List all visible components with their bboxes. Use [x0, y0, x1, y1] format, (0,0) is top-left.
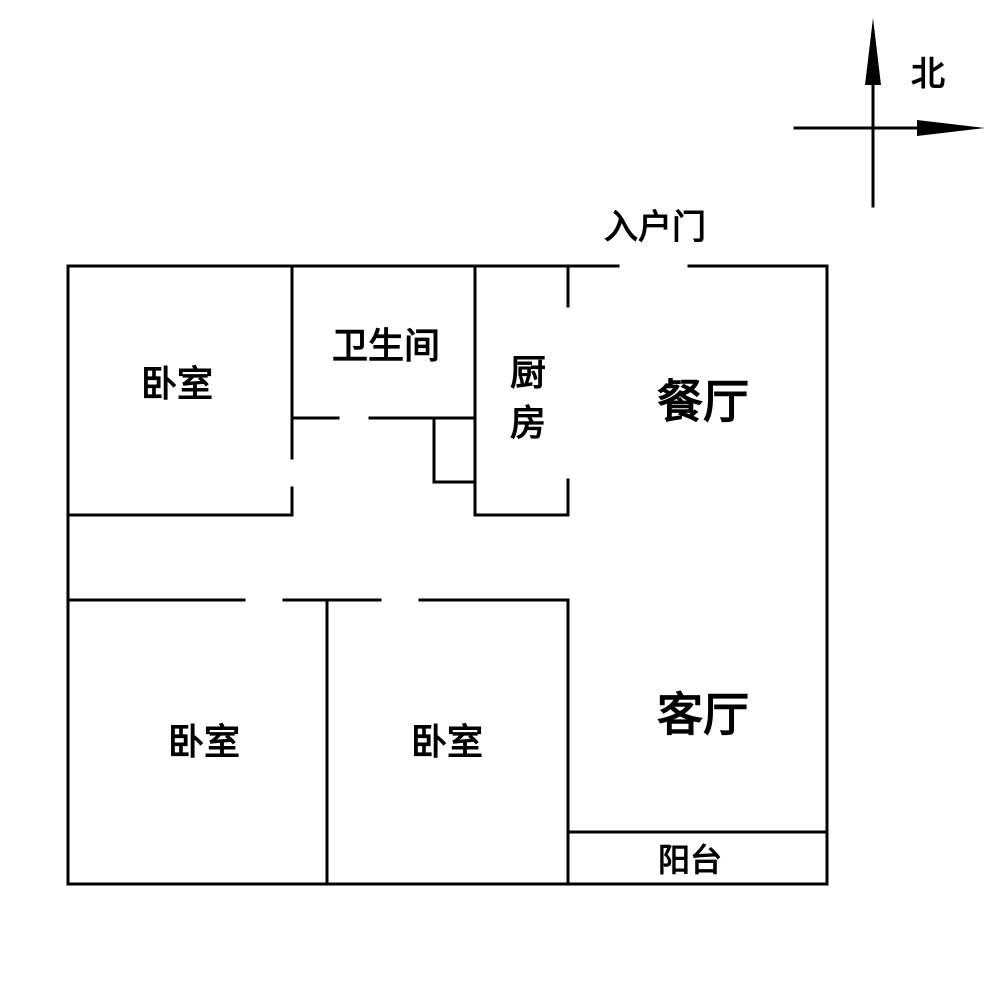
entrance-label: 入户门	[604, 208, 706, 248]
north-label: 北	[911, 55, 945, 95]
room-label-kitchen-2: 房	[510, 403, 546, 444]
kitchen-wall	[473, 264, 570, 517]
room-label-dining: 餐厅	[657, 375, 749, 429]
compass: 北	[793, 18, 985, 208]
outer-wall	[66, 264, 829, 886]
north-arrow-icon	[865, 18, 881, 85]
closet-wall	[432, 416, 477, 484]
room-label-living: 客厅	[657, 688, 749, 742]
room-label-kitchen-1: 厨	[510, 353, 546, 394]
room-label-bedroom-nw: 卧室	[141, 364, 213, 405]
room-label-balcony: 阳台	[658, 841, 722, 879]
room-label-bedroom-s: 卧室	[411, 722, 483, 763]
east-arrow-icon	[917, 120, 985, 136]
room-label-bedroom-sw: 卧室	[168, 722, 240, 763]
room-label-bathroom: 卫生间	[332, 326, 440, 367]
bedroom-nw-wall	[66, 264, 294, 517]
walls	[66, 264, 829, 886]
balcony-wall	[566, 598, 829, 886]
